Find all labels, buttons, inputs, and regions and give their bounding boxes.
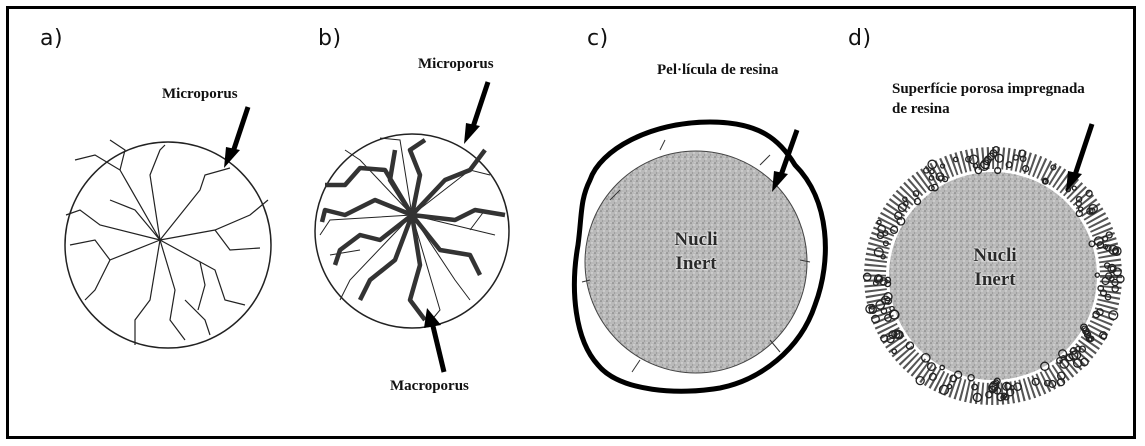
pore-bubble bbox=[877, 220, 881, 224]
pore-bubble bbox=[1088, 338, 1092, 342]
panel-a-particle bbox=[65, 107, 271, 348]
pore-bubble bbox=[864, 273, 871, 280]
panel-b-particle bbox=[315, 82, 509, 372]
panel-d-surface-label-line2: de resina bbox=[892, 101, 950, 118]
pore-bubble bbox=[930, 170, 934, 174]
pore-bubble bbox=[975, 167, 981, 173]
pore-bubble bbox=[1109, 311, 1118, 320]
panel-d-core-line2: Inert bbox=[945, 268, 1045, 292]
panel-d-label: d) bbox=[848, 26, 872, 51]
panel-a-label: a) bbox=[40, 26, 63, 51]
panel-d-core-line1: Nucli bbox=[945, 244, 1045, 268]
panel-c-core-label: Nucli Inert bbox=[646, 228, 746, 276]
panel-c-resin-film-label: Pel·lícula de resina bbox=[657, 62, 778, 79]
pore-bubble bbox=[973, 164, 977, 168]
panel-c-core-line2: Inert bbox=[646, 252, 746, 276]
pore-bubble bbox=[1095, 273, 1099, 277]
pore-bubble bbox=[892, 349, 896, 353]
panel-b-macroporus-label: Macroporus bbox=[390, 378, 469, 395]
panel-d-core-label: Nucli Inert bbox=[945, 244, 1045, 292]
panel-a-microporus-label: Microporus bbox=[162, 86, 238, 103]
pore-bubble bbox=[916, 377, 924, 385]
panel-b-microporus-label: Microporus bbox=[418, 56, 494, 73]
panel-d-surface-label-line1: Superfície porosa impregnada bbox=[892, 81, 1085, 98]
pore-bubble bbox=[1072, 186, 1076, 190]
panel-b-label: b) bbox=[318, 26, 342, 51]
pore-bubble bbox=[995, 154, 1003, 162]
panel-c-core-line1: Nucli bbox=[646, 228, 746, 252]
panel-c-label: c) bbox=[587, 26, 609, 51]
